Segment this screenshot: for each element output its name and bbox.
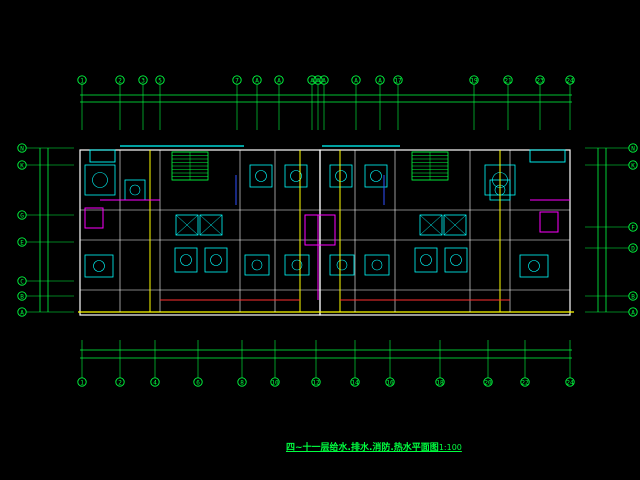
axis-label: 21 — [504, 77, 512, 84]
fixture-basin — [371, 259, 383, 271]
fixture-basin — [93, 260, 105, 272]
axis-label: 12 — [312, 379, 320, 386]
fixture-basin — [420, 254, 432, 266]
plumbing-fixture — [174, 247, 198, 273]
fixture-basin — [290, 170, 302, 182]
axis-label: 2 — [118, 77, 122, 84]
central-pipe-shaft — [304, 214, 336, 246]
fixture-basin — [210, 254, 222, 266]
elevator-shaft — [199, 214, 223, 236]
axis-label: 23 — [536, 77, 544, 84]
axis-label: N — [631, 145, 635, 152]
fixture-basin — [129, 184, 141, 196]
axis-label: 17 — [394, 77, 402, 84]
axis-label: 1 — [80, 77, 84, 84]
axis-label: 14 — [351, 379, 359, 386]
drawing-title-text: 四~十一层给水.排水.消防.热水平面图 — [286, 443, 439, 453]
axis-label: 20 — [484, 379, 492, 386]
fixture-basin — [251, 259, 263, 271]
drawing-title: 四~十一层给水.排水.消防.热水平面图1:100 — [286, 440, 462, 453]
fixture-basin — [335, 170, 347, 182]
plumbing-fixture — [364, 254, 390, 276]
axis-label: 10 — [271, 379, 279, 386]
axis-label: 2 — [118, 379, 122, 386]
axis-label: 22 — [521, 379, 529, 386]
plumbing-fixture — [124, 179, 146, 201]
axis-label: B — [20, 293, 24, 300]
axis-label: 3 — [141, 77, 145, 84]
right-pipe-shaft — [539, 211, 559, 233]
axis-label: A — [310, 77, 314, 84]
axis-label: 1 — [80, 379, 84, 386]
axis-label: D — [631, 245, 635, 252]
elevator-shaft — [175, 214, 199, 236]
fixture-basin — [528, 260, 540, 272]
fixture-basin — [370, 170, 382, 182]
plumbing-fixture — [244, 254, 270, 276]
balcony — [529, 149, 566, 163]
fixture-basin — [291, 259, 303, 271]
plan-body — [78, 145, 574, 316]
elevator-shaft — [419, 214, 443, 236]
plumbing-fixture — [329, 164, 353, 188]
axis-label: 18 — [436, 379, 444, 386]
axis-label: A — [20, 309, 24, 316]
axis-label: 5 — [158, 77, 162, 84]
axis-label: 24 — [566, 77, 574, 84]
plumbing-fixture — [414, 247, 438, 273]
axis-label: A — [277, 77, 281, 84]
axis-label: A — [322, 77, 326, 84]
axis-label: N — [20, 145, 24, 152]
axis-label: A — [378, 77, 382, 84]
fixture-basin — [450, 254, 462, 266]
plumbing-fixture — [284, 164, 308, 188]
dimension-lines — [39, 94, 607, 359]
plumbing-fixture — [444, 247, 468, 273]
axis-label: A — [316, 77, 320, 84]
plumbing-fixture — [284, 254, 310, 276]
axis-label: E — [20, 239, 24, 246]
right-unit-outline — [319, 149, 571, 316]
plumbing-fixture — [364, 164, 388, 188]
elevator-shaft — [443, 214, 467, 236]
axis-label: 8 — [240, 379, 244, 386]
plumbing-fixture — [84, 164, 116, 196]
axis-label: K — [631, 162, 635, 169]
balcony — [89, 149, 116, 163]
axis-label: K — [20, 162, 24, 169]
axis-label: 6 — [196, 379, 200, 386]
fixture-basin — [92, 172, 108, 188]
fixture-basin — [180, 254, 192, 266]
axis-label: A — [255, 77, 259, 84]
axis-label: 24 — [566, 379, 574, 386]
axis-label: 16 — [386, 379, 394, 386]
plumbing-fixture — [204, 247, 228, 273]
left-pipe-shaft — [84, 207, 104, 229]
shaft-cross — [199, 214, 223, 236]
axis-label: C — [20, 278, 24, 285]
axis-label: G — [20, 212, 24, 219]
plumbing-fixture — [329, 254, 355, 276]
axis-label: B — [631, 293, 635, 300]
axis-label: A — [354, 77, 358, 84]
plumbing-fixture — [249, 164, 273, 188]
shaft-cross — [175, 214, 199, 236]
plumbing-fixture — [519, 254, 549, 278]
shaft-cross — [419, 214, 443, 236]
axis-label: 7 — [235, 77, 239, 84]
fixture-basin — [336, 259, 348, 271]
drawing-scale: 1:100 — [438, 443, 462, 452]
axis-label: A — [631, 309, 635, 316]
fixture-basin — [255, 170, 267, 182]
axis-label: 19 — [470, 77, 478, 84]
plumbing-fixture — [84, 254, 114, 278]
axis-label: F — [631, 224, 635, 231]
shaft-cross — [443, 214, 467, 236]
axis-label: 4 — [153, 379, 157, 386]
